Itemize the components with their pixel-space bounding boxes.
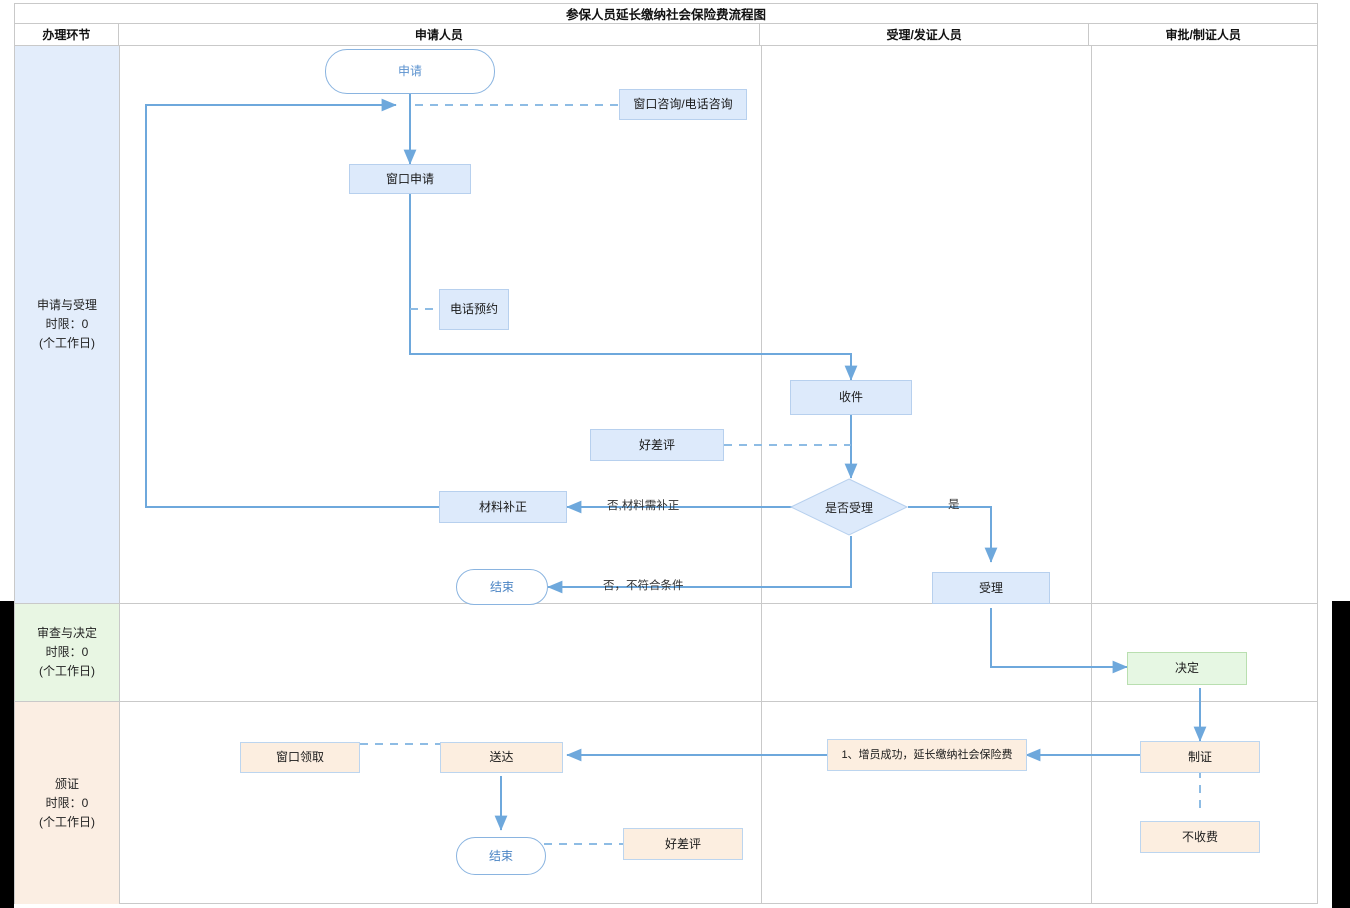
node-accept[interactable]: 受理	[932, 572, 1050, 604]
node-end-top[interactable]: 结束	[456, 569, 548, 605]
stage-name: 申请与受理	[36, 298, 97, 312]
column-header-approver: 审批/制证人员	[1165, 28, 1241, 42]
swimlane-review-decide: 审查与决定 时限：0 (个工作日)	[15, 604, 1317, 702]
node-decide-accept-label: 是否受理	[824, 500, 873, 515]
edge-label-yes: 是	[948, 499, 960, 511]
node-window-pickup[interactable]: 窗口领取	[240, 742, 360, 773]
page-title: 参保人员延长缴纳社会保险费流程图	[15, 4, 1317, 24]
flowchart-table: 参保人员延长缴纳社会保险费流程图 办理环节 申请人员 受理/发证人员 审批/制证…	[14, 3, 1318, 904]
swimlane-apply-accept: 申请与受理 时限：0 (个工作日)	[15, 46, 1317, 604]
edge-label-not-qualified: 否，不符合条件	[603, 580, 684, 592]
stage-unit: (个工作日)	[39, 336, 95, 350]
edge-label-needs-correction: 否,材料需补正	[607, 500, 680, 512]
node-decision[interactable]: 决定	[1127, 652, 1247, 685]
node-receive-documents[interactable]: 收件	[790, 380, 912, 415]
column-header-stage: 办理环节	[15, 24, 119, 45]
stage-name: 颁证	[54, 776, 79, 791]
node-end-bottom[interactable]: 结束	[456, 837, 546, 875]
lane-divider-2	[761, 46, 762, 903]
stage-unit: (个工作日)	[39, 814, 95, 829]
node-review-rating-bottom[interactable]: 好差评	[623, 828, 743, 860]
node-window-apply[interactable]: 窗口申请	[349, 164, 471, 194]
node-decide-accept[interactable]: 是否受理	[790, 478, 908, 536]
lane-divider-1	[119, 46, 120, 903]
column-header-applicant: 申请人员	[119, 24, 760, 45]
node-phone-booking[interactable]: 电话预约	[439, 289, 509, 330]
stage-name: 审查与决定	[36, 626, 97, 640]
node-deliver[interactable]: 送达	[440, 742, 563, 773]
page-margin-left	[0, 601, 14, 908]
stage-limit: 时限：0	[45, 795, 89, 810]
swimlane-issue-cert: 颁证 时限：0 (个工作日)	[15, 702, 1317, 904]
node-review-rating-top[interactable]: 好差评	[590, 429, 724, 461]
stage-unit: (个工作日)	[39, 664, 95, 678]
node-make-certificate[interactable]: 制证	[1140, 741, 1260, 773]
lane-divider-3	[1091, 46, 1092, 903]
stage-limit: 时限：0	[45, 317, 89, 331]
stage-cell-apply-accept: 申请与受理 时限：0 (个工作日)	[15, 46, 119, 603]
stage-cell-issue-cert: 颁证 时限：0 (个工作日)	[15, 702, 119, 904]
node-window-consult[interactable]: 窗口咨询/电话咨询	[619, 89, 747, 120]
table-header-row: 办理环节 申请人员 受理/发证人员 审批/制证人员	[15, 24, 1317, 46]
stage-limit: 时限：0	[45, 645, 89, 659]
stage-cell-review-decide: 审查与决定 时限：0 (个工作日)	[15, 604, 119, 701]
page-margin-right	[1332, 601, 1350, 908]
node-no-charge[interactable]: 不收费	[1140, 821, 1260, 853]
node-start[interactable]: 申请	[325, 49, 495, 94]
node-result-note[interactable]: 1、增员成功，延长缴纳社会保险费	[827, 739, 1027, 771]
column-header-acceptor: 受理/发证人员	[760, 24, 1090, 45]
node-material-correction[interactable]: 材料补正	[439, 491, 567, 523]
